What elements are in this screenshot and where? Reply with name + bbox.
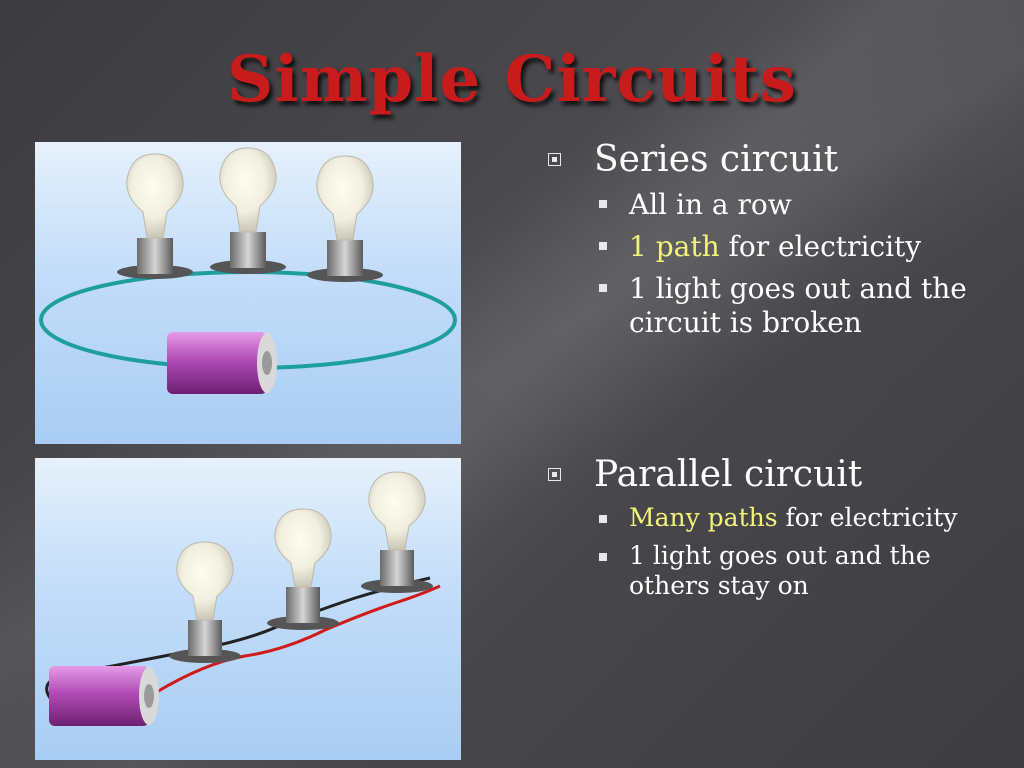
series-bulb-3 <box>307 155 383 282</box>
series-heading-item: Series circuit <box>548 140 988 180</box>
series-point-2: 1 path for electricity <box>548 230 988 264</box>
series-battery <box>167 332 277 394</box>
slide-title: Simple Circuits <box>227 42 797 117</box>
series-point-text: for electricity <box>719 230 922 263</box>
parallel-bullet-list: Parallel circuit Many paths for electric… <box>548 455 988 601</box>
square-bullet-icon <box>599 553 607 561</box>
parallel-bulb-3 <box>361 471 433 593</box>
square-bullet-icon <box>599 284 607 292</box>
parallel-point-1: Many paths for electricity <box>548 503 988 533</box>
series-point-highlight: 1 path <box>629 230 720 263</box>
parallel-point-text: 1 light goes out and the others stay on <box>629 541 931 600</box>
series-bulb-1 <box>117 153 193 279</box>
series-heading: Series circuit <box>594 139 839 180</box>
parallel-point-2: 1 light goes out and the others stay on <box>548 541 988 601</box>
parallel-bulb-1 <box>169 541 241 663</box>
parallel-circuit-illustration <box>35 458 461 760</box>
series-point-3: 1 light goes out and the circuit is brok… <box>548 272 988 340</box>
parallel-wire-red <box>154 584 441 695</box>
square-bullet-icon <box>548 468 561 481</box>
parallel-bulb-2 <box>267 508 339 630</box>
square-bullet-icon <box>599 242 607 250</box>
series-bulb-2 <box>210 147 286 274</box>
parallel-heading: Parallel circuit <box>594 454 863 495</box>
series-point-text: All in a row <box>629 188 792 221</box>
parallel-circuit-drawing <box>45 471 441 726</box>
square-bullet-icon <box>548 153 561 166</box>
series-circuit-drawing <box>39 147 457 394</box>
parallel-point-text: for electricity <box>777 503 958 532</box>
square-bullet-icon <box>599 200 607 208</box>
parallel-battery <box>49 666 159 726</box>
parallel-point-highlight: Many paths <box>629 503 778 532</box>
series-point-1: All in a row <box>548 188 988 222</box>
square-bullet-icon <box>599 515 607 523</box>
series-circuit-illustration <box>35 142 461 444</box>
parallel-heading-item: Parallel circuit <box>548 455 988 495</box>
series-point-text: 1 light goes out and the circuit is brok… <box>629 272 967 339</box>
series-bullet-list: Series circuit All in a row 1 path for e… <box>548 140 988 340</box>
